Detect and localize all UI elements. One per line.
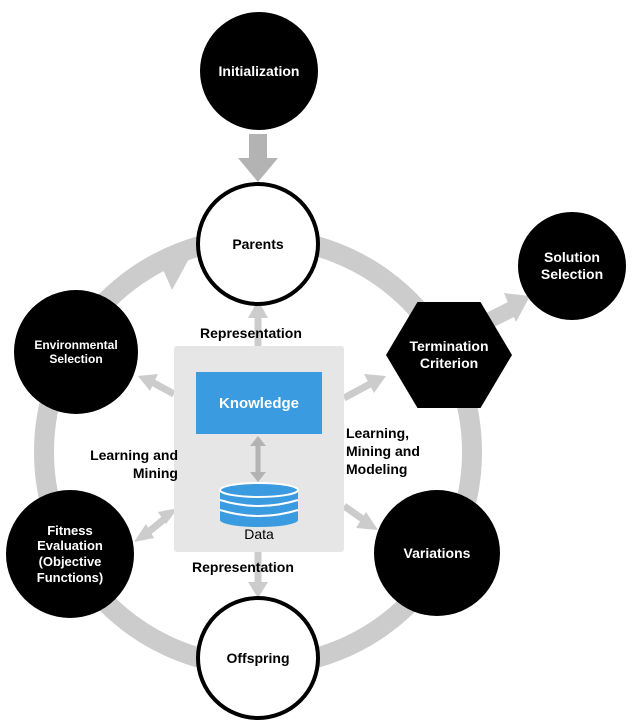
arrow-to-fitness-head-a	[134, 524, 154, 542]
arrow-to-variations-head	[356, 512, 378, 530]
knowledge-data-connector	[250, 436, 266, 482]
parents-node: Parents	[196, 182, 320, 306]
fitness-evaluation-node: Fitness Evaluation (Objective Functions)	[6, 490, 134, 618]
initialization-node: Initialization	[200, 12, 318, 130]
cycle-arrowhead	[158, 246, 196, 290]
solution-selection-node: Solution Selection	[518, 212, 626, 320]
representation-bottom-label: Representation	[192, 559, 294, 575]
learning-mining-modeling-label: Learning, Mining and Modeling	[346, 425, 420, 478]
init-arrow-shaft	[249, 134, 267, 160]
offspring-node: Offspring	[196, 596, 320, 720]
arrow-to-offspring-head	[248, 582, 268, 598]
init-arrow-head	[238, 158, 278, 182]
solution-selection-label: Solution Selection	[540, 249, 604, 282]
learning-mining-label: Learning and Mining	[90, 447, 178, 482]
arrow-to-parents-head	[248, 300, 268, 318]
arrow-to-termination-head	[364, 374, 386, 393]
arrow-to-env-selection-head	[138, 374, 158, 391]
knowledge-box: Knowledge	[196, 372, 322, 434]
parents-label: Parents	[232, 235, 284, 252]
environmental-selection-label: Environmental Selection	[34, 337, 118, 366]
fitness-evaluation-label: Fitness Evaluation (Objective Functions)	[36, 522, 104, 585]
data-label: Data	[244, 526, 274, 542]
initialization-label: Initialization	[218, 62, 300, 79]
termination-criterion-label: Termination Criterion	[409, 338, 489, 371]
knowledge-label: Knowledge	[218, 394, 299, 412]
offspring-label: Offspring	[226, 649, 290, 666]
arrow-to-termination	[342, 380, 372, 402]
environmental-selection-node: Environmental Selection	[14, 290, 138, 414]
arrow-to-variations	[341, 503, 367, 523]
database-icon	[219, 482, 299, 527]
arrow-to-env-selection	[150, 378, 176, 398]
representation-top-label: Representation	[200, 325, 302, 341]
variations-label: Variations	[403, 544, 471, 561]
arrow-to-fitness-head-b	[158, 508, 178, 524]
solution-arrow-head	[504, 293, 530, 322]
variations-node: Variations	[374, 490, 500, 616]
